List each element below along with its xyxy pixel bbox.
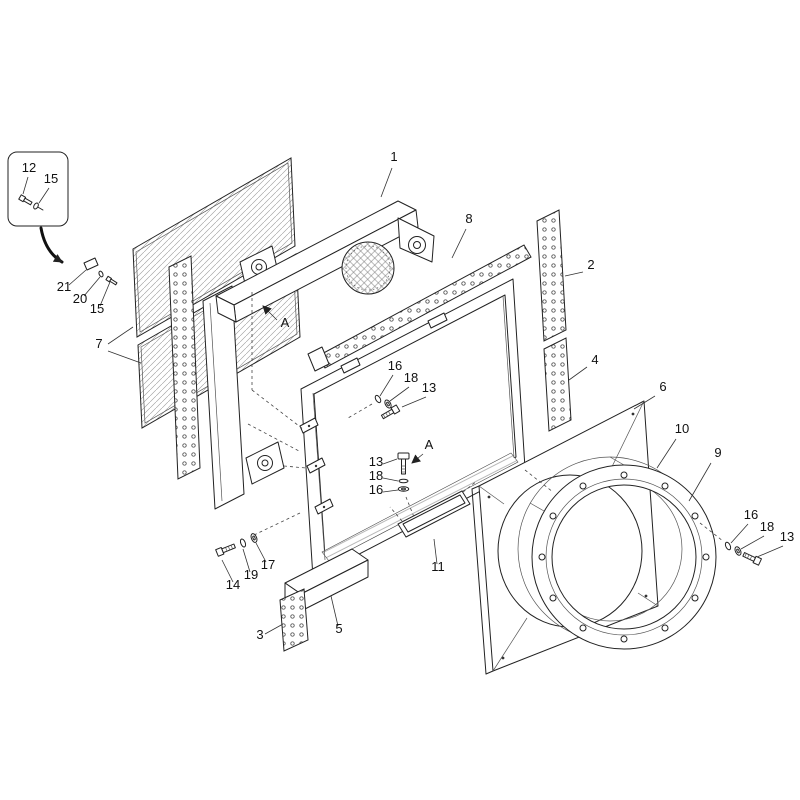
part-label-17: 17 [261,557,275,572]
part-label-16: 16 [744,507,758,522]
part-label-18: 18 [369,468,383,483]
fastener-group-right [724,541,762,566]
assembly-axis-lines [247,292,724,542]
part-label-18: 18 [760,519,774,534]
part-label-16: 16 [388,358,402,373]
left-mount-frame [168,245,285,510]
baffle-plate [397,490,471,538]
part-label-12: 12 [22,160,36,175]
spacer-block [279,588,309,652]
leader-lines [68,167,784,635]
part-label-19: 19 [244,567,258,582]
part-label-13: 13 [780,529,794,544]
fitting-group-top-left [83,257,118,286]
part-label-20: 20 [73,291,87,306]
part-label-18: 18 [404,370,418,385]
part-label-7: 7 [95,336,102,351]
part-label-15: 15 [44,171,58,186]
part-label-15: 15 [90,301,104,316]
part-label-16: 16 [369,482,383,497]
bolt-icon [18,194,33,206]
part-label-10: 10 [675,421,689,436]
top-tank-assembly [215,200,435,323]
part-label-13: 13 [369,454,383,469]
mounting-strap-upper [536,209,567,342]
part-label-11: 11 [431,559,445,574]
detail-arrow [39,226,64,264]
fastener-group-lower-center [397,452,410,492]
part-label-A: A [281,315,290,330]
part-label-14: 14 [226,577,240,592]
part-label-21: 21 [57,279,71,294]
part-labels: 1824610971215212015161813AA1318161114191… [22,149,794,642]
fastener-group-upper-center [374,394,401,420]
washer-icon [33,202,44,211]
fan-ring [517,456,717,650]
part-label-13: 13 [422,380,436,395]
fastener-group-bottom-left [215,533,258,557]
inset-detail-box [7,151,69,227]
part-label-4: 4 [591,352,598,367]
part-label-9: 9 [714,445,721,460]
part-label-1: 1 [390,149,397,164]
part-label-3: 3 [256,627,263,642]
mounting-strap-lower [543,337,572,432]
part-label-A: A [425,437,434,452]
part-label-5: 5 [335,621,342,636]
part-label-2: 2 [587,257,594,272]
part-label-6: 6 [659,379,666,394]
part-label-8: 8 [465,211,472,226]
